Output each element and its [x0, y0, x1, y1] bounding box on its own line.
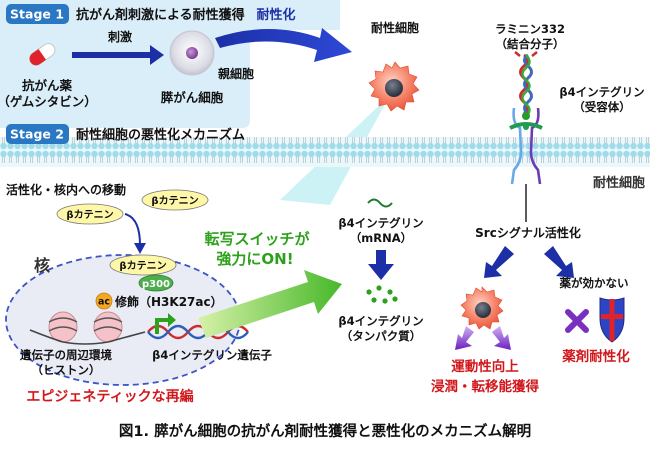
histone-icon-1	[48, 311, 78, 343]
laminin-sub: （結合分子）	[496, 37, 565, 51]
switch-label-2: 強力にON!	[216, 250, 293, 268]
transcription-start-arrow	[155, 313, 176, 334]
integrin-receptor-label: β4インテグリン	[559, 85, 644, 99]
resistant-cell-nucleus	[385, 79, 403, 97]
protein-sub: （タンパク質）	[341, 329, 422, 343]
motile-cell-nucleus	[475, 302, 491, 318]
laminin-label: ラミニン332	[495, 22, 565, 36]
stimulus-label: 刺激	[107, 29, 132, 44]
dna-strand-1	[29, 329, 146, 345]
motility-arrow-left	[455, 326, 474, 350]
mrna-to-protein-arrow	[368, 250, 394, 280]
cell-membrane	[0, 137, 650, 167]
src-label: Srcシグナル活性化	[475, 225, 581, 240]
svg-text:βカテニン: βカテニン	[119, 260, 166, 272]
mrna-sub: （mRNA）	[350, 231, 412, 245]
mrna-icon	[367, 198, 393, 208]
motility-arrow-right	[492, 326, 511, 350]
mrna-label: β4インテグリン	[338, 216, 423, 230]
stage2-badge-bg	[6, 124, 69, 144]
nucleus-label: 核	[34, 256, 50, 275]
stage1-badge-bg	[6, 4, 69, 24]
drug-ineffective-label: 薬が効かない	[559, 276, 629, 290]
drug-label-1: 抗がん薬	[22, 78, 73, 93]
histone-label-2: （ヒストン）	[32, 363, 101, 377]
motility-label-2: 浸潤・転移能獲得	[431, 378, 539, 395]
gene-dna-icon	[147, 324, 249, 340]
beta-catenin-2: βカテニン	[141, 189, 209, 211]
capsule-icon	[29, 43, 56, 66]
drug-resistance-label: 薬剤耐性化	[562, 348, 630, 365]
p300-protein: p300	[138, 274, 174, 292]
svg-text:βカテニン: βカテニン	[151, 195, 198, 207]
stage1-title: 抗がん剤刺激による耐性獲得	[76, 7, 245, 23]
stimulus-arrow	[72, 45, 164, 65]
protein-label: β4インテグリン	[338, 314, 423, 328]
svg-text:ac: ac	[98, 297, 110, 308]
resistance-label: 耐性化	[256, 7, 295, 23]
src-arrow-left	[484, 246, 514, 278]
switch-label-1: 転写スイッチが	[204, 230, 310, 248]
stage1-badge: Stage 1	[10, 7, 64, 22]
histone-label-1: 遺伝子の周辺環境	[19, 348, 112, 362]
gene-label: β4インテグリン遺伝子	[152, 348, 272, 362]
shield-icon	[599, 297, 625, 343]
svg-text:p300: p300	[142, 279, 170, 290]
parent-cell-label: 親細胞	[218, 66, 254, 81]
figure-caption: 図1. 膵がん細胞の抗がん剤耐性獲得と悪性化のメカニズム解明	[119, 422, 531, 440]
beta-catenin-1: βカテニン	[56, 203, 124, 225]
beta-catenin-3: βカテニン	[109, 254, 177, 276]
laminin-icon	[514, 51, 538, 120]
resistant-cell-region-label: 耐性細胞	[593, 175, 645, 191]
parent-cell-nucleus	[186, 47, 198, 59]
histone-icon-2	[93, 311, 123, 343]
activation-label: 活性化・核内への移動	[6, 182, 126, 197]
integrin-receptor-sub: （受容体）	[573, 100, 631, 114]
integrin-receptor-icon	[509, 107, 543, 185]
svg-text:βカテニン: βカテニン	[66, 209, 113, 221]
resistant-cell-label: 耐性細胞	[371, 20, 419, 35]
acetyl-mark: ac	[95, 292, 113, 310]
stage2-title: 耐性細胞の悪性化メカニズム	[76, 127, 245, 143]
transcription-arrow	[198, 270, 342, 338]
src-arrow-right	[544, 246, 574, 278]
stage2-badge: Stage 2	[10, 127, 64, 142]
epigenetic-label: エピジェネティックな再編	[26, 388, 193, 405]
catenin-arrow	[124, 213, 141, 246]
catenin-arrow-head	[134, 243, 146, 254]
drug-label-2: （ゲムシタビン）	[0, 94, 97, 109]
blocked-drug-icon	[565, 309, 589, 333]
modification-label: 修飾（H3K27ac）	[114, 294, 223, 309]
motility-label-1: 運動性向上	[451, 358, 519, 375]
protein-dots-icon	[366, 285, 398, 304]
pancreatic-cell-label: 膵がん細胞	[161, 90, 224, 105]
stage1-panel-top	[250, 0, 340, 30]
resistance-arrow	[215, 28, 352, 62]
